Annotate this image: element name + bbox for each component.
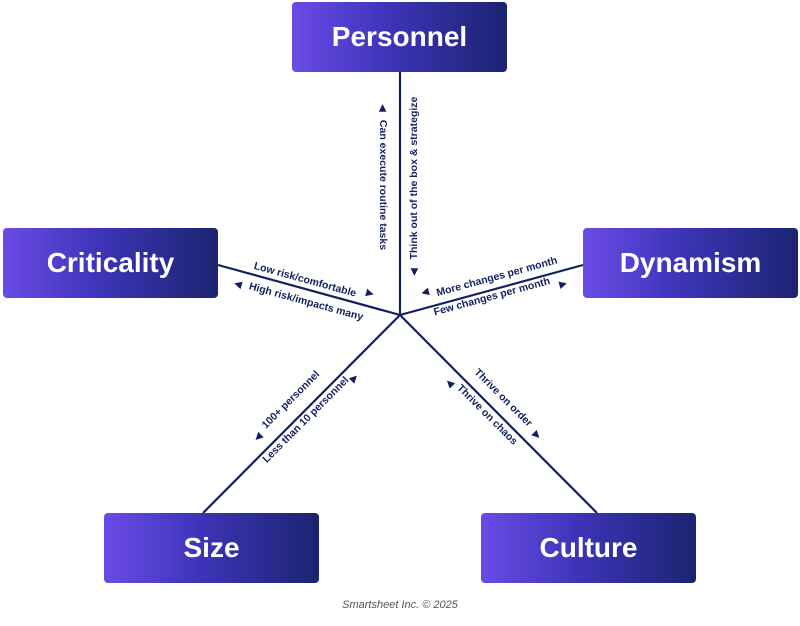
axis-line-size [202,314,401,514]
node-culture: Culture [481,513,696,583]
arrow-icon: ◀ [420,286,431,299]
arrow-icon: ◀ [252,431,265,444]
node-size: Size [104,513,319,583]
axis-label-size-0: 100+ personnel [259,368,322,431]
axis-line-culture [399,314,598,514]
axis-label-personnel-0: Can execute routine tasks [377,120,389,250]
arrow-icon: ◀ [443,377,456,390]
arrow-icon: ◀ [233,278,244,291]
node-dynamism: Dynamism [583,228,798,298]
footer-copyright: Smartsheet Inc. © 2025 [342,599,458,611]
arrow-icon: ▶ [530,429,543,442]
axis-line-dynamism [399,263,584,317]
arrow-icon: ▶ [365,287,376,300]
node-criticality: Criticality [3,228,218,298]
arrow-icon: ◀ [409,268,420,276]
node-personnel: Personnel [292,2,507,72]
arrow-icon: ◀ [377,104,388,112]
axis-label-personnel-1: Think out of the box & strategize [408,96,420,259]
arrow-icon: ▶ [558,278,569,291]
axis-line-criticality [217,263,401,317]
axis-label-culture-1: Thrive on chaos [454,382,520,448]
